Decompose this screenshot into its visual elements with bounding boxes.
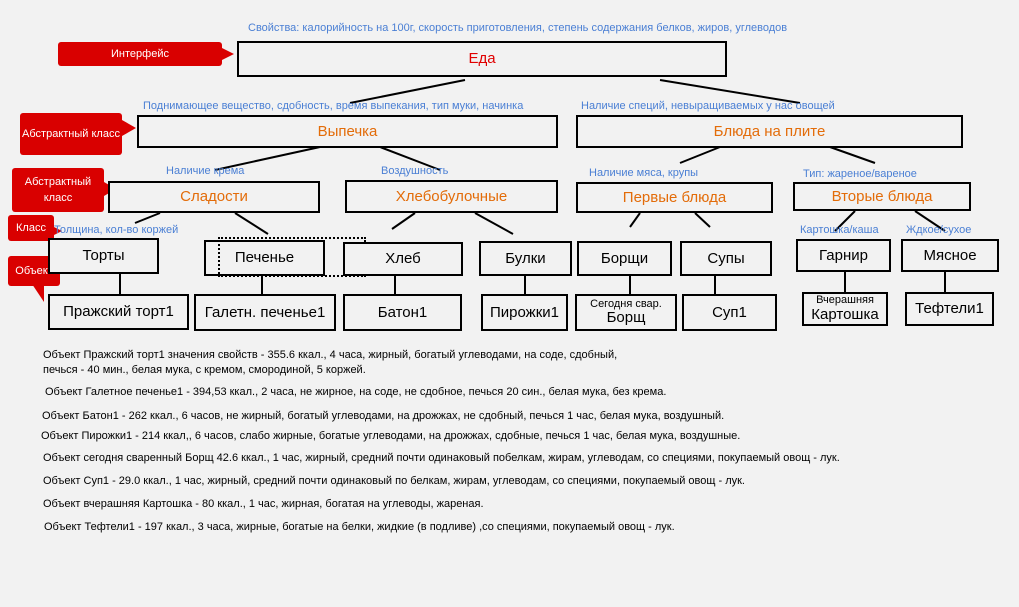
node-stove-dishes: Блюда на плите xyxy=(576,115,963,148)
node-bread-products: Хлебобулочные xyxy=(345,180,558,213)
bread-products-properties-label: Воздушность xyxy=(381,165,449,177)
description-galette-cookie: Объект Галетное печенье1 - 394,53 ккал.,… xyxy=(45,386,667,398)
node-second-dishes: Вторые блюда xyxy=(793,182,971,211)
node-buns: Булки xyxy=(479,241,572,276)
first-dishes-properties-label: Наличие мяса, крупы xyxy=(589,167,699,179)
node-baking: Выпечка xyxy=(137,115,558,148)
object-pirozhki: Пирожки1 xyxy=(481,294,568,331)
node-soups: Супы xyxy=(680,241,772,276)
today-borsch-small-text: Сегодня свар. xyxy=(590,297,662,310)
garnish-properties-label: Картошка/каша xyxy=(800,224,879,236)
interface-callout: Интерфейс xyxy=(58,42,222,66)
second-dishes-properties-label: Тип: жареное/вареное xyxy=(803,168,917,180)
stove-properties-label: Наличие специй, невыращиваемых у нас ово… xyxy=(581,100,835,112)
description-potato: Объект вчерашняя Картошка - 80 ккал., 1 … xyxy=(43,498,484,510)
yesterday-potato-small-text: Вчерашняя xyxy=(816,294,874,307)
abstract-class-callout-2-text: Абстрактный класс xyxy=(24,175,92,205)
node-cakes: Торты xyxy=(48,238,159,274)
description-soup: Объект Суп1 - 29.0 ккал., 1 час, жирный,… xyxy=(43,475,745,487)
today-borsch-big-text: Борщ xyxy=(606,309,646,327)
class-callout-text: Класс xyxy=(16,221,46,234)
object-baton: Батон1 xyxy=(343,294,462,331)
object-callout-text: Объект xyxy=(15,264,53,277)
object-meatballs: Тефтели1 xyxy=(905,292,994,326)
node-bread: Хлеб xyxy=(343,242,463,276)
meat-properties-label: Ждкое/сухое xyxy=(906,224,972,236)
interface-callout-text: Интерфейс xyxy=(111,47,169,60)
object-galette-cookie: Галетн. печенье1 xyxy=(194,294,336,331)
node-first-dishes: Первые блюда xyxy=(576,182,773,213)
cakes-properties-label: Толщина, кол-во коржей xyxy=(54,224,179,236)
yesterday-potato-big-text: Картошка xyxy=(811,305,879,323)
node-garnish: Гарнир xyxy=(796,239,891,272)
object-prague-cake: Пражский торт1 xyxy=(48,294,189,330)
description-meatballs: Объект Тефтели1 - 197 ккал., 3 часа, жир… xyxy=(44,521,675,533)
object-today-borsch: Сегодня свар. Борщ xyxy=(575,294,677,331)
description-borsch: Объект сегодня сваренный Борщ 42.6 ккал.… xyxy=(43,452,840,464)
object-yesterday-potato: Вчерашняя Картошка xyxy=(802,292,888,326)
food-properties-label: Свойства: калорийность на 100г, скорость… xyxy=(248,22,788,34)
abstract-class-callout-1-text: Абстрактный класс xyxy=(22,127,120,140)
node-food: Еда xyxy=(237,41,727,77)
class-callout: Класс xyxy=(8,215,54,241)
description-prague-cake-line2: печься - 40 мин., белая мука, с кремом, … xyxy=(43,364,366,376)
abstract-class-callout-1: Абстрактный класс xyxy=(20,113,122,155)
description-prague-cake-line1: Объект Пражский торт1 значения свойств -… xyxy=(43,349,618,361)
node-borsch: Борщи xyxy=(577,241,672,276)
baking-properties-label: Поднимающее вещество, сдобность, время в… xyxy=(143,100,524,112)
description-pirozhki: Объект Пирожки1 - 214 ккал,, 6 часов, сл… xyxy=(41,430,741,442)
description-baton: Объект Батон1 - 262 ккал., 6 часов, не ж… xyxy=(42,410,725,422)
object-soup: Суп1 xyxy=(682,294,777,331)
abstract-class-callout-2: Абстрактный класс xyxy=(12,168,104,212)
sweets-properties-label: Наличие крема xyxy=(166,165,245,177)
node-meat: Мясное xyxy=(901,239,999,272)
node-sweets: Сладости xyxy=(108,181,320,213)
